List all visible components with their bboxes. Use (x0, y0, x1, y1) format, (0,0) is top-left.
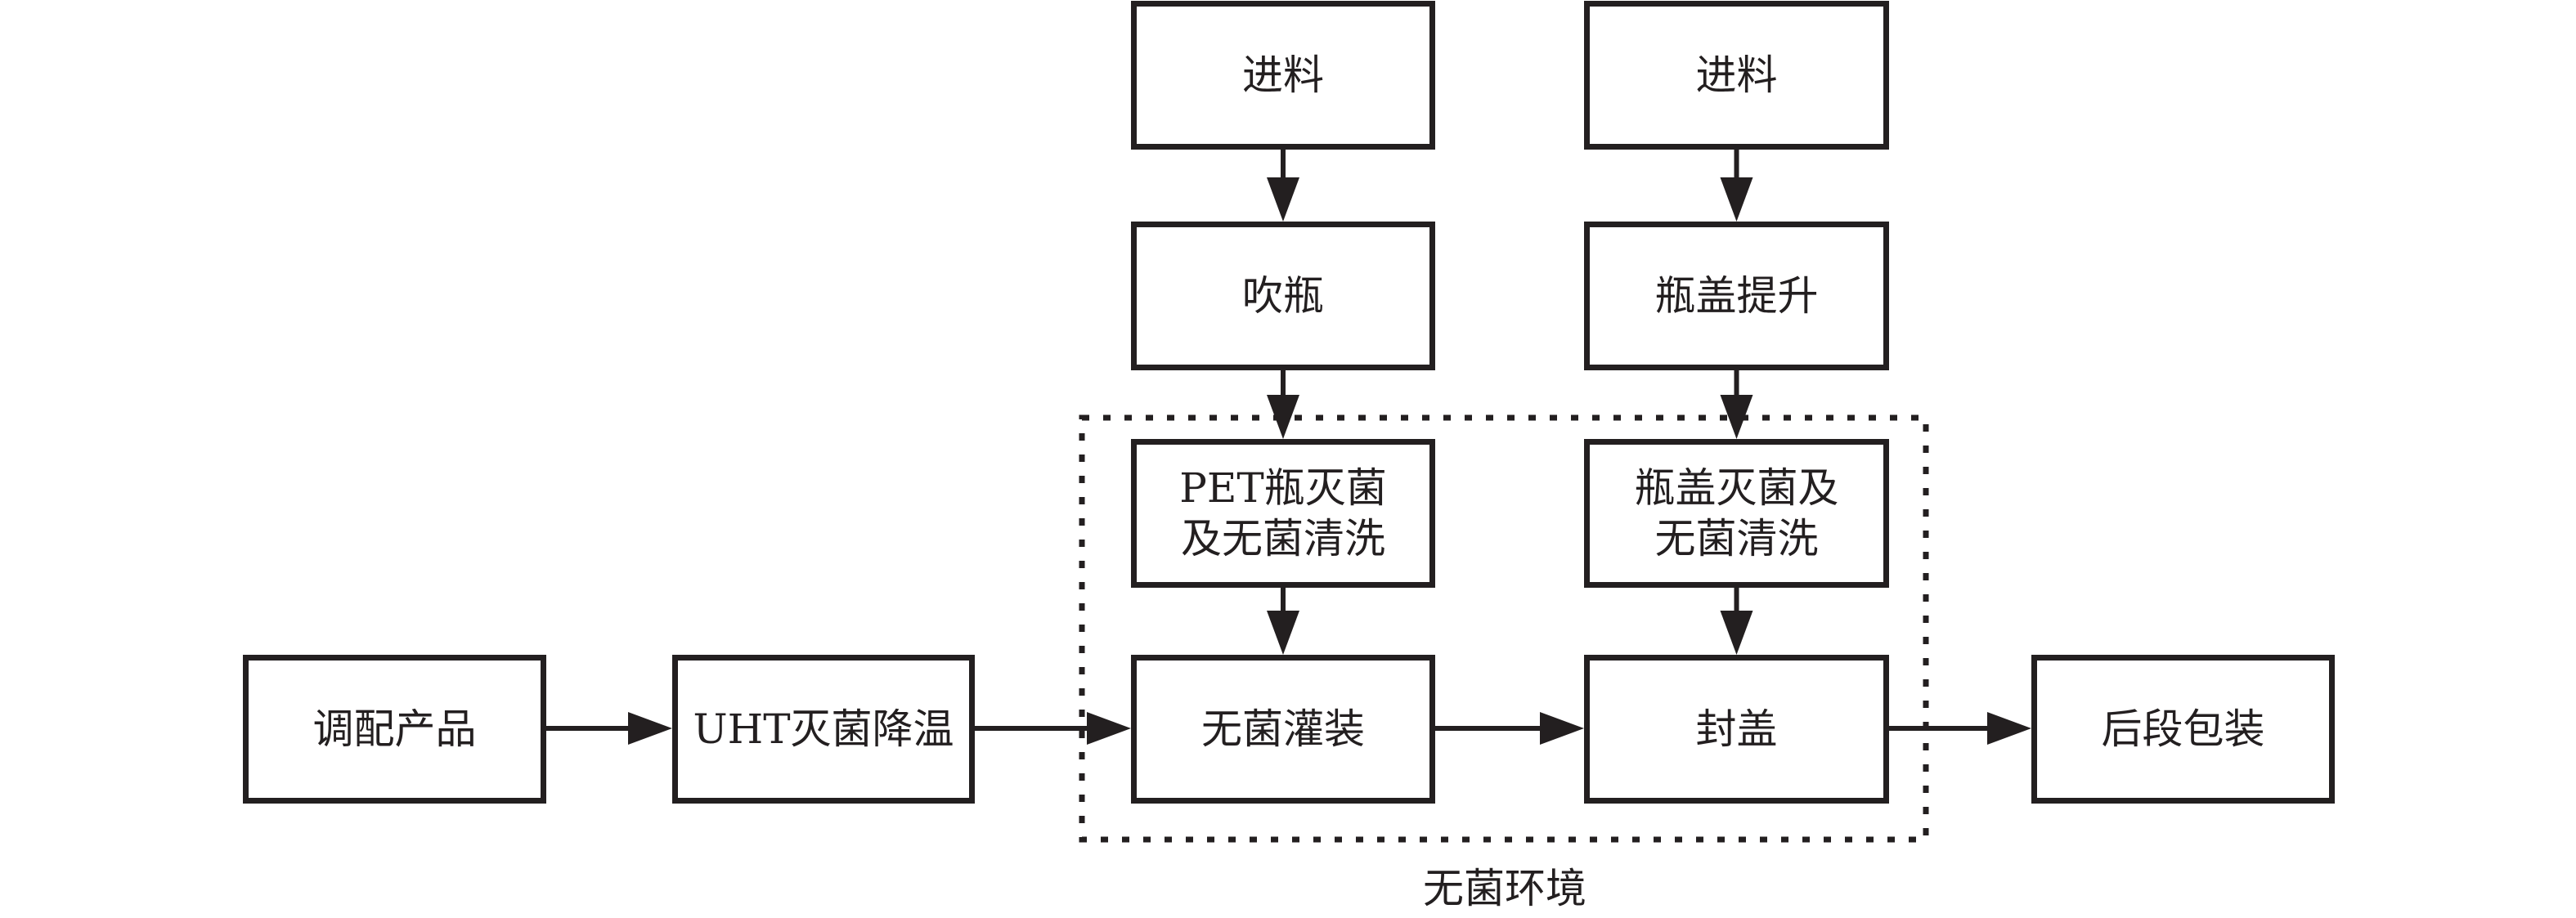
node-pet-bottle-sterilization: PET瓶灭菌 及无菌清洗 (1131, 439, 1435, 588)
arrowhead-icon (1720, 611, 1753, 655)
node-label: PET瓶灭菌 及无菌清洗 (1179, 464, 1387, 562)
arrowhead-icon (1720, 395, 1753, 439)
node-label: 封盖 (1695, 705, 1778, 753)
node-post-packaging: 后段包装 (2031, 655, 2335, 804)
node-label: 进料 (1695, 51, 1778, 99)
edge-cap_lift-to-cap_sterilize (1720, 370, 1753, 439)
edge-uht-to-aseptic_fill (975, 712, 1131, 745)
node-label: UHT灭菌降温 (693, 705, 954, 753)
edge-aseptic_fill-to-capping (1435, 712, 1584, 745)
edge-layer (546, 150, 2031, 745)
edge-blow_bottle-to-pet_sterilize (1267, 370, 1299, 439)
edge-pet_sterilize-to-aseptic_fill (1267, 588, 1299, 655)
aseptic-zone-label: 无菌环境 (1423, 865, 1586, 912)
edge-feed_cap-to-cap_lift (1720, 150, 1753, 222)
edge-prepare_product-to-uht (546, 712, 672, 745)
arrowhead-icon (1087, 712, 1131, 745)
node-blow-bottle: 吹瓶 (1131, 222, 1435, 370)
node-label: 吹瓶 (1242, 272, 1324, 320)
node-label: 调配产品 (312, 705, 477, 753)
node-prepare-product: 调配产品 (243, 655, 546, 804)
node-feed-cap: 进料 (1584, 1, 1889, 150)
node-cap-lifting: 瓶盖提升 (1584, 222, 1889, 370)
arrowhead-icon (628, 712, 672, 745)
arrowhead-icon (1540, 712, 1584, 745)
node-capping: 封盖 (1584, 655, 1889, 804)
arrowhead-icon (1267, 611, 1299, 655)
aseptic-zone-boundary (1079, 414, 1929, 843)
arrowhead-icon (1720, 177, 1753, 222)
node-label: 后段包装 (2101, 705, 2265, 753)
node-feed-bottle: 进料 (1131, 1, 1435, 150)
node-uht-sterilize-cool: UHT灭菌降温 (672, 655, 975, 804)
node-cap-sterilization: 瓶盖灭菌及 无菌清洗 (1584, 439, 1889, 588)
arrowhead-icon (1267, 395, 1299, 439)
node-aseptic-filling: 无菌灌装 (1131, 655, 1435, 804)
node-label: 无菌灌装 (1201, 705, 1365, 753)
node-label: 瓶盖灭菌及 无菌清洗 (1634, 464, 1839, 562)
arrowhead-icon (1267, 177, 1299, 222)
edge-cap_sterilize-to-capping (1720, 588, 1753, 655)
node-label: 进料 (1242, 51, 1324, 99)
node-label: 瓶盖提升 (1654, 272, 1819, 320)
edge-feed_bottle-to-blow_bottle (1267, 150, 1299, 222)
edge-capping-to-post_packaging (1889, 712, 2031, 745)
arrowhead-icon (1987, 712, 2031, 745)
